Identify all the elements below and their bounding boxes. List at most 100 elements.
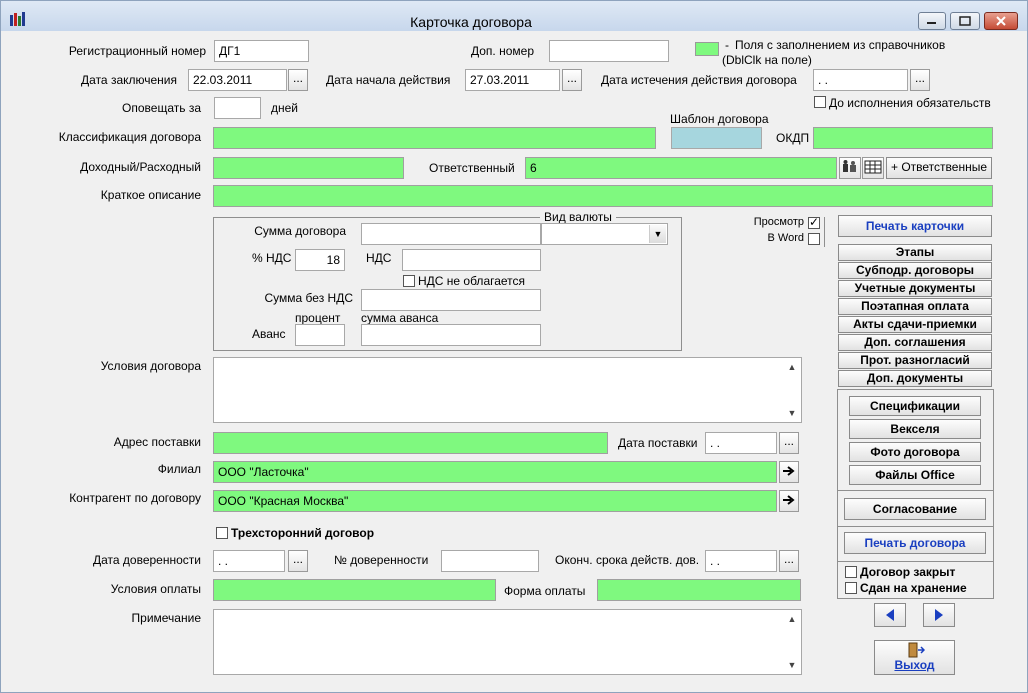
- delivery-date-picker-button[interactable]: ...: [779, 432, 799, 454]
- disagreements-button[interactable]: Прот. разногласий: [838, 352, 992, 369]
- counterparty-field[interactable]: ООО "Красная Москва": [213, 490, 777, 512]
- vat-exempt-checkbox[interactable]: [403, 275, 415, 287]
- next-record-button[interactable]: [923, 603, 955, 627]
- scroll-down-icon[interactable]: ▼: [787, 408, 797, 418]
- classification-field[interactable]: [213, 127, 656, 149]
- panel-separator-3: [837, 561, 994, 562]
- payment-form-field[interactable]: [597, 579, 801, 601]
- poa-number-label: № доверенности: [334, 553, 429, 567]
- office-files-button[interactable]: Файлы Office: [849, 465, 981, 485]
- start-date-field[interactable]: 27.03.2011: [465, 69, 560, 91]
- poa-end-label: Оконч. срока действ. дов.: [555, 553, 700, 567]
- poa-date-picker-button[interactable]: ...: [288, 550, 308, 572]
- contract-closed-checkbox[interactable]: [845, 566, 857, 578]
- vat-field[interactable]: [402, 249, 541, 271]
- app-icon: [10, 12, 25, 26]
- delivery-date-field[interactable]: . .: [705, 432, 777, 454]
- archived-checkbox[interactable]: [845, 582, 857, 594]
- responsible-people-button[interactable]: [839, 157, 861, 179]
- expiry-date-field[interactable]: . .: [813, 69, 908, 91]
- scroll-up-icon[interactable]: ▲: [787, 614, 797, 624]
- sum-without-vat-field[interactable]: [361, 289, 541, 311]
- reg-number-field[interactable]: ДГ1: [214, 40, 309, 62]
- contract-photo-button[interactable]: Фото договора: [849, 442, 981, 462]
- sum-without-vat-label: Сумма без НДС: [264, 291, 353, 305]
- legend-text: Поля с заполнением из справочников: [735, 38, 946, 52]
- income-expense-field[interactable]: [213, 157, 404, 179]
- poa-end-picker-button[interactable]: ...: [779, 550, 799, 572]
- conclusion-date-picker-button[interactable]: ...: [288, 69, 308, 91]
- currency-select[interactable]: ▼: [541, 223, 668, 245]
- preview-divider: [824, 217, 825, 247]
- days-label: дней: [271, 101, 299, 115]
- branch-field[interactable]: ООО "Ласточка": [213, 461, 777, 483]
- exit-door-icon: [908, 642, 925, 658]
- poa-date-label: Дата доверенности: [93, 553, 201, 567]
- responsible-field[interactable]: 6: [525, 157, 837, 179]
- print-card-button[interactable]: Печать карточки: [838, 215, 992, 237]
- okdp-label: ОКДП: [776, 131, 810, 145]
- poa-number-field[interactable]: [441, 550, 539, 572]
- close-button[interactable]: [984, 12, 1018, 30]
- note-textarea[interactable]: ▲ ▼: [213, 609, 802, 675]
- accounting-docs-button[interactable]: Учетные документы: [838, 280, 992, 297]
- stages-button[interactable]: Этапы: [838, 244, 992, 261]
- conclusion-date-label: Дата заключения: [81, 73, 177, 87]
- poa-date-field[interactable]: . .: [213, 550, 285, 572]
- advance-label: Аванс: [252, 327, 286, 341]
- vat-percent-field[interactable]: 18: [295, 249, 345, 271]
- expiry-date-picker-button[interactable]: ...: [910, 69, 930, 91]
- extra-number-field[interactable]: [549, 40, 669, 62]
- addendums-button[interactable]: Доп. соглашения: [838, 334, 992, 351]
- side-panel-frame: [837, 389, 994, 599]
- short-desc-label: Краткое описание: [100, 188, 201, 202]
- advance-sum-field[interactable]: [361, 324, 541, 346]
- panel-separator-1: [837, 490, 994, 491]
- to-word-checkbox[interactable]: [808, 233, 820, 245]
- print-contract-button[interactable]: Печать договора: [844, 532, 986, 554]
- contract-sum-field[interactable]: [361, 223, 541, 245]
- minimize-button[interactable]: [918, 12, 946, 30]
- exit-label: Выход: [894, 658, 935, 672]
- extra-docs-button[interactable]: Доп. документы: [838, 370, 992, 387]
- terms-label: Условия договора: [100, 359, 201, 373]
- prev-arrow-icon: [886, 609, 894, 621]
- approval-button[interactable]: Согласование: [844, 498, 986, 520]
- reg-number-label: Регистрационный номер: [68, 44, 206, 58]
- currency-kind-label: Вид валюты: [540, 210, 616, 224]
- short-desc-field[interactable]: [213, 185, 993, 207]
- terms-textarea[interactable]: ▲ ▼: [213, 357, 802, 423]
- prev-record-button[interactable]: [874, 603, 906, 627]
- until-obligations-label: До исполнения обязательств: [829, 96, 991, 110]
- add-responsible-button[interactable]: + Ответственные: [886, 157, 992, 179]
- income-expense-label: Доходный/Расходный: [80, 160, 201, 174]
- tripartite-checkbox[interactable]: [216, 527, 228, 539]
- subcontracts-button[interactable]: Субподр. договоры: [838, 262, 992, 279]
- preview-checkbox[interactable]: [808, 215, 820, 229]
- delivery-address-field[interactable]: [213, 432, 608, 454]
- okdp-field[interactable]: [813, 127, 993, 149]
- template-label: Шаблон договора: [670, 112, 769, 126]
- start-date-picker-button[interactable]: ...: [562, 69, 582, 91]
- payment-form-label: Форма оплаты: [504, 584, 586, 598]
- stage-payment-button[interactable]: Поэтапная оплата: [838, 298, 992, 315]
- acceptance-acts-button[interactable]: Акты сдачи-приемки: [838, 316, 992, 333]
- counterparty-open-button[interactable]: [779, 490, 799, 512]
- until-obligations-checkbox[interactable]: [814, 96, 826, 108]
- advance-percent-field[interactable]: [295, 324, 345, 346]
- maximize-button[interactable]: [950, 12, 980, 30]
- conclusion-date-field[interactable]: 22.03.2011: [188, 69, 287, 91]
- exit-button[interactable]: Выход: [874, 640, 955, 675]
- payment-terms-field[interactable]: [213, 579, 496, 601]
- scroll-down-icon[interactable]: ▼: [787, 660, 797, 670]
- template-field[interactable]: [671, 127, 762, 149]
- responsible-table-button[interactable]: [862, 157, 884, 179]
- branch-open-button[interactable]: [779, 461, 799, 483]
- poa-end-field[interactable]: . .: [705, 550, 777, 572]
- notify-days-field[interactable]: [214, 97, 261, 119]
- tripartite-label: Трехсторонний договор: [231, 526, 375, 540]
- bills-button[interactable]: Векселя: [849, 419, 981, 439]
- next-arrow-icon: [935, 609, 943, 621]
- scroll-up-icon[interactable]: ▲: [787, 362, 797, 372]
- specifications-button[interactable]: Спецификации: [849, 396, 981, 416]
